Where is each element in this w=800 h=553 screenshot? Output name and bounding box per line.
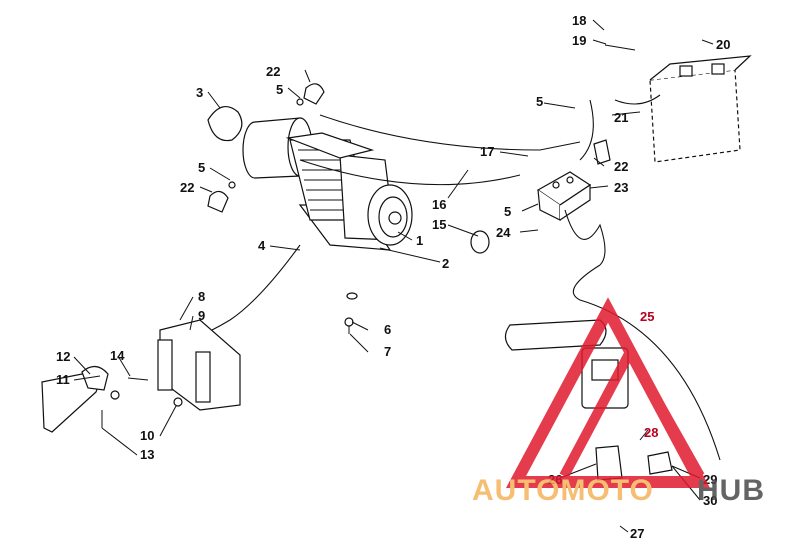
clip-part-15 bbox=[470, 230, 490, 254]
callout-5-a: 5 bbox=[276, 82, 283, 97]
relay-solenoid-part-23 bbox=[536, 171, 592, 221]
callout-3: 3 bbox=[196, 85, 203, 100]
callout-14: 14 bbox=[110, 348, 125, 363]
callout-10: 10 bbox=[140, 428, 154, 443]
callout-25: 25 bbox=[640, 309, 654, 324]
callout-5-d: 5 bbox=[504, 204, 511, 219]
callout-27: 27 bbox=[630, 526, 644, 541]
callout-12: 12 bbox=[56, 349, 70, 364]
winch-assembly bbox=[242, 117, 413, 251]
watermark-text-hub: HUB bbox=[697, 474, 765, 507]
callout-18: 18 bbox=[572, 13, 586, 28]
gasket-ring-part-3 bbox=[207, 105, 243, 142]
callout-4: 4 bbox=[258, 238, 266, 253]
callout-24: 24 bbox=[496, 225, 511, 240]
callout-17: 17 bbox=[480, 144, 494, 159]
callout-9: 9 bbox=[198, 308, 205, 323]
callout-5-b: 5 bbox=[198, 160, 205, 175]
callout-20: 20 bbox=[716, 37, 730, 52]
terminal-boots bbox=[207, 83, 611, 213]
mount-bolts-6-7 bbox=[344, 292, 358, 334]
callout-19: 19 bbox=[572, 33, 586, 48]
cables bbox=[159, 44, 721, 461]
callout-15: 15 bbox=[432, 217, 446, 232]
battery bbox=[649, 55, 752, 163]
callout-8: 8 bbox=[198, 289, 205, 304]
callout-22-a: 22 bbox=[266, 64, 280, 79]
callout-1: 1 bbox=[416, 233, 423, 248]
callout-2: 2 bbox=[442, 256, 449, 271]
remote-lever-assembly bbox=[41, 319, 241, 433]
callout-7: 7 bbox=[384, 344, 391, 359]
watermark-text-automoto: AUTOMOTO bbox=[472, 474, 654, 507]
callout-28: 28 bbox=[644, 425, 658, 440]
callout-6: 6 bbox=[384, 322, 391, 337]
callout-30: 30 bbox=[703, 493, 717, 508]
callout-11: 11 bbox=[56, 372, 70, 387]
callout-22-b: 22 bbox=[180, 180, 194, 195]
callout-labels: 1 2 3 4 5 5 5 5 6 7 8 9 10 11 12 13 14 1… bbox=[56, 13, 730, 541]
callout-13: 13 bbox=[140, 447, 154, 462]
callout-23: 23 bbox=[614, 180, 628, 195]
callout-21: 21 bbox=[614, 110, 628, 125]
automotohub-watermark-logo: AUTOMOTO HUB bbox=[472, 297, 765, 507]
callout-22-c: 22 bbox=[614, 159, 628, 174]
callout-16: 16 bbox=[432, 197, 446, 212]
callout-5-c: 5 bbox=[536, 94, 543, 109]
